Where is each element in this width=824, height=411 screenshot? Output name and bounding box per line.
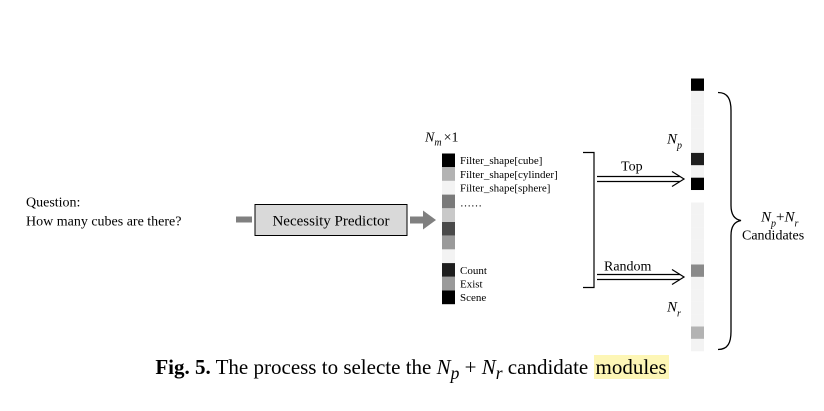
figure-caption: Fig. 5. The process to selecte the Np + … [0, 355, 824, 384]
module-cell [442, 167, 455, 181]
necessity-predictor-label: Necessity Predictor [272, 214, 389, 230]
candidate-cell [691, 165, 704, 178]
caption-plus: + [459, 355, 482, 379]
candidates-brace [717, 91, 742, 351]
necessity-predictor-box [254, 204, 408, 236]
module-cell [442, 208, 455, 222]
module-ellipsis: …… [460, 198, 482, 210]
module-cell [442, 194, 455, 209]
module-cell [442, 249, 455, 264]
candidate-cell [691, 177, 704, 191]
random-arrow-label: Random [604, 260, 652, 275]
candidate-cell [691, 128, 704, 141]
top-arrow [597, 170, 686, 188]
candidate-cell [691, 227, 704, 240]
caption-np-base: N [436, 355, 451, 379]
caption-text-before: The process to selecte the [210, 355, 437, 379]
candidate-cell [691, 276, 704, 290]
vector-size-suffix: ×1 [444, 131, 459, 146]
vector-bracket [583, 151, 595, 289]
caption-np-sub: p [450, 363, 460, 384]
np-label: Np [666, 132, 682, 152]
module-cell [442, 235, 455, 250]
question-text: How many cubes are there? [26, 215, 181, 230]
caption-nr-sub: r [495, 363, 503, 384]
nr-label: Nr [666, 300, 681, 320]
candidate-cell [691, 140, 704, 153]
candidate-cell [691, 264, 704, 277]
candidate-cell [691, 103, 704, 116]
candidate-column [691, 78, 704, 352]
module-label: Filter_shape[cylinder] [460, 169, 558, 181]
candidate-cell [691, 239, 704, 253]
module-cell [442, 263, 455, 277]
module-cell [442, 276, 455, 291]
caption-text-middle: candidate [502, 355, 594, 379]
candidate-cell [691, 115, 704, 129]
vector-size-base: N [424, 131, 435, 146]
candidate-cell [691, 314, 704, 327]
candidates-sum: Np+Nr [760, 210, 799, 230]
candidate-cell [691, 202, 704, 215]
caption-fig-label: Fig. 5. [155, 355, 211, 379]
candidate-cell [691, 252, 704, 265]
module-cell [442, 153, 455, 168]
candidates-label: Candidates [742, 229, 804, 244]
module-label: Count [460, 265, 487, 277]
candidate-cell [691, 78, 704, 91]
caption-highlight: modules [593, 355, 669, 379]
module-labels: Filter_shape[cube] Filter_shape[cylinder]… [460, 155, 558, 304]
candidate-cell [691, 190, 704, 203]
candidate-cell [691, 214, 704, 228]
module-vector [442, 153, 455, 305]
module-label: Exist [460, 279, 483, 291]
module-cell [442, 222, 455, 236]
candidate-cell [691, 301, 704, 315]
vector-size-sub: m [434, 138, 441, 149]
arrow-to-vector [410, 210, 436, 230]
candidate-cell [691, 338, 704, 352]
question-label: Question: [26, 196, 80, 211]
random-arrow [597, 268, 686, 286]
module-cell [442, 180, 455, 195]
candidate-cell [691, 326, 704, 339]
caption-nr-base: N [481, 355, 496, 379]
module-label: Filter_shape[cube] [460, 155, 542, 167]
candidate-cell [691, 152, 704, 166]
module-cell [442, 290, 455, 305]
vector-size-label: Nm×1 [424, 131, 458, 149]
module-label: Filter_shape[sphere] [460, 183, 550, 195]
arrow-to-predictor [236, 216, 252, 223]
candidate-cell [691, 90, 704, 104]
top-arrow-label: Top [621, 160, 643, 175]
module-label: Scene [460, 292, 486, 304]
candidate-cell [691, 289, 704, 302]
